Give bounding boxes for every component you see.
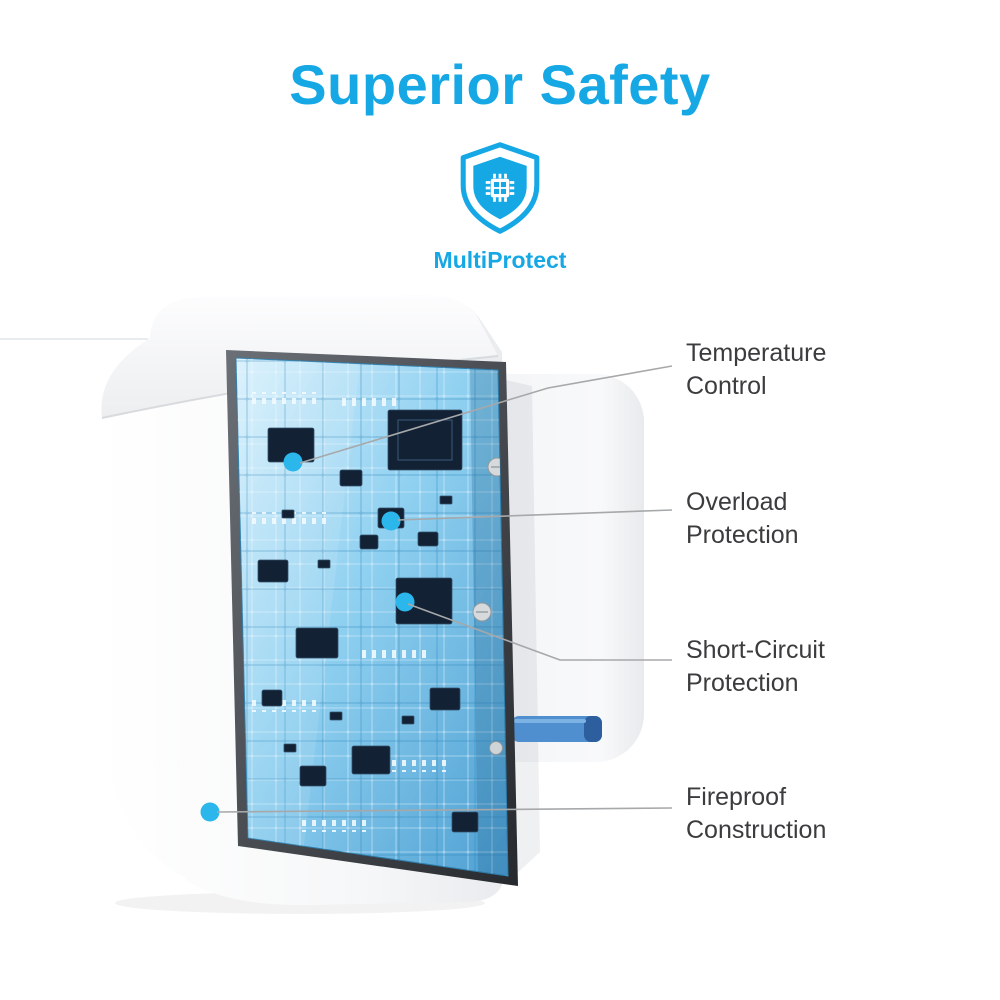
shield-chip-icon <box>460 142 540 234</box>
anchor-dot-fireproof <box>200 802 220 822</box>
callout-label-overload: Overload Protection <box>686 488 799 549</box>
anchor-dot-temperature <box>283 452 303 472</box>
chip-cap <box>397 419 453 461</box>
callout-label-temperature: Temperature Control <box>686 339 827 400</box>
chip-glyph <box>485 173 515 202</box>
pcb-chips <box>257 409 479 833</box>
callout-line-short-circuit <box>407 603 672 661</box>
callout-label-fireproof: Fireproof Construction <box>686 783 827 844</box>
header: Superior Safety <box>0 52 1000 274</box>
anchor-dot-short-circuit <box>395 592 415 612</box>
shield-outline <box>460 142 540 234</box>
page-title: Superior Safety <box>289 53 711 116</box>
callout-label-short-circuit: Short-Circuit Protection <box>686 636 825 697</box>
callout-lines <box>216 365 673 813</box>
usb-connector <box>512 716 602 742</box>
circuit-board <box>235 357 509 877</box>
callout-line-overload <box>397 509 673 521</box>
callout-line-temperature <box>299 365 673 464</box>
callout-line-fireproof <box>216 807 673 813</box>
multiprotect-shield-icon <box>454 139 546 237</box>
pcb-pin-rows <box>250 392 452 832</box>
badge-label: MultiProtect <box>433 247 567 273</box>
anchor-dot-overload <box>381 511 401 531</box>
